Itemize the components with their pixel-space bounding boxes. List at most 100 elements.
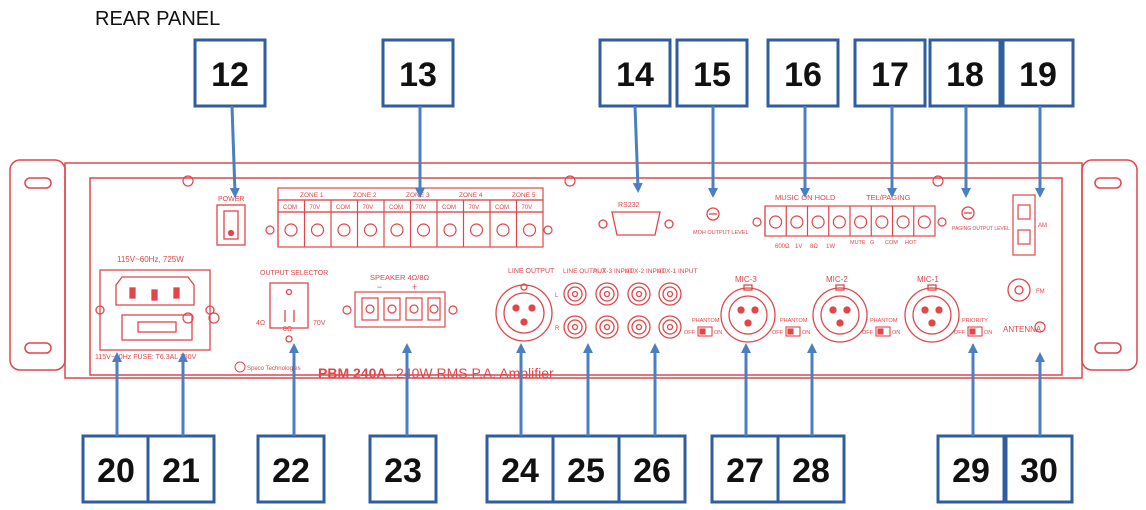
power-label: POWER: [218, 196, 244, 203]
callout-24: 24: [485, 434, 555, 504]
aux2-input-l-jack: [627, 282, 651, 306]
callout-number: 15: [693, 56, 731, 94]
priority-switch-label: PRIORITY: [962, 318, 988, 324]
callout-23: 23: [368, 434, 438, 504]
zone-label: ZONE 2: [353, 192, 377, 199]
zone-terminal-label: 70V: [469, 205, 480, 211]
zone-terminal-block: [265, 187, 553, 248]
model-description: 240W RMS P.A. Amplifier: [396, 365, 554, 381]
speaker-terminal-block: [342, 291, 458, 328]
mic3-label: MIC-3: [735, 275, 757, 284]
zone-label: ZONE 3: [406, 192, 430, 199]
tel-sub-label: COM: [885, 240, 898, 246]
model-number: PBM 240A: [318, 365, 386, 381]
callout-number: 14: [616, 56, 654, 94]
music-on-hold-label: MUSIC ON HOLD: [775, 193, 836, 202]
priority-switch: [967, 326, 983, 337]
paging-output-level-knob: [961, 206, 975, 220]
callout-number: 23: [384, 452, 422, 490]
callout-number: 13: [399, 56, 437, 94]
callout-29: 29: [936, 434, 1006, 504]
rca-l-label: L: [555, 293, 559, 299]
line-output-xlr-label: LINE OUTPUT: [508, 268, 555, 275]
mic3-xlr-input: [720, 284, 776, 343]
zone-terminal-label: COM: [495, 205, 509, 211]
callout-arrow: [229, 105, 240, 198]
rs232-port: [598, 211, 674, 236]
callout-20: 20: [81, 434, 151, 504]
speaker-label: SPEAKER 4Ω/8Ω: [370, 273, 430, 282]
callout-number: 19: [1019, 56, 1057, 94]
phantom-switch-mic1-off-label: OFF: [862, 330, 874, 336]
brand-text: Speco Technologies: [247, 366, 301, 372]
phantom-switch-mic2-off-label: OFF: [772, 330, 784, 336]
zone-label: ZONE 5: [512, 192, 536, 199]
speaker-minus: −: [377, 282, 382, 292]
speaker-plus: +: [412, 282, 417, 292]
brand-logo: Speco Technologies: [234, 361, 301, 373]
chassis-screws: [182, 175, 1046, 333]
phantom-switch-mic3-label: PHANTOM: [692, 318, 720, 324]
phantom-switch-mic1-on-label: ON: [892, 330, 900, 336]
moh-output-level-knob: [706, 207, 720, 221]
zone-label: ZONE 1: [300, 192, 324, 199]
zone-terminal-label: COM: [283, 205, 297, 211]
callout-19: 19: [1001, 38, 1075, 108]
zone-terminal-label: COM: [336, 205, 350, 211]
phantom-switch-mic3: [697, 326, 713, 337]
output-selector-switch: [269, 282, 309, 343]
aux1-input-r-jack: [658, 315, 682, 339]
zone-terminal-label: 70V: [522, 205, 533, 211]
zone-terminal-label: 70V: [310, 205, 321, 211]
callout-30: 30: [1004, 434, 1074, 504]
callout-number: 22: [272, 452, 310, 490]
line-output-xlr: [495, 283, 553, 342]
tel-sub-label: MUTE: [850, 240, 866, 246]
callout-13: 13: [381, 38, 455, 108]
callout-18: 18: [928, 38, 1002, 108]
phantom-switch-mic1: [875, 326, 891, 337]
line-output-rca-r-jack: [563, 315, 587, 339]
callout-22: 22: [256, 434, 326, 504]
callout-27: 27: [710, 434, 780, 504]
rs232-label: RS232: [618, 202, 640, 209]
am-label: AM: [1038, 223, 1047, 229]
callout-26: 26: [617, 434, 687, 504]
moh-sub-label: 600Ω: [775, 244, 790, 250]
aux3-input-l-jack: [595, 282, 619, 306]
os-4ohm: 4Ω: [256, 320, 265, 327]
mic2-xlr-input: [812, 284, 868, 343]
fuse-label: 115V~60Hz FUSE: T6.3AL 250V: [95, 354, 197, 361]
callout-number: 16: [784, 56, 822, 94]
callout-15: 15: [675, 38, 749, 108]
callout-number: 29: [952, 452, 990, 490]
phantom-switch-mic3-on-label: ON: [714, 330, 722, 336]
tel-paging-label: TEL/PAGING: [866, 193, 911, 202]
moh-sub-label: 1W: [826, 244, 835, 250]
callout-21: 21: [146, 434, 216, 504]
phantom-switch-mic2-on-label: ON: [802, 330, 810, 336]
mic2-label: MIC-2: [826, 275, 848, 284]
ac-inlet: [95, 269, 215, 351]
aux2-input-r-jack: [627, 315, 651, 339]
mic1-label: MIC-1: [917, 275, 939, 284]
phantom-switch-mic2-label: PHANTOM: [780, 318, 808, 324]
fm-antenna-jack: [1007, 278, 1031, 302]
aux3-input-r-jack: [595, 315, 619, 339]
callout-12: 12: [193, 38, 267, 108]
left-rack-ear: [9, 159, 66, 371]
tel-sub-label: HOT: [905, 240, 917, 246]
am-antenna-terminal: [1012, 194, 1036, 256]
callout-number: 27: [726, 452, 764, 490]
callout-number: 28: [792, 452, 830, 490]
mic1-xlr-input: [904, 284, 960, 343]
phantom-switch-mic1-label: PHANTOM: [870, 318, 898, 324]
priority-switch-off-label: OFF: [954, 330, 966, 336]
os-70v: 70V: [313, 320, 326, 327]
callout-arrow: [632, 105, 643, 193]
os-8ohm: 8Ω: [283, 326, 292, 333]
priority-switch-on-label: ON: [984, 330, 992, 336]
rca-r-label: R: [555, 326, 560, 332]
moh-tel-terminal-block: [752, 205, 947, 237]
